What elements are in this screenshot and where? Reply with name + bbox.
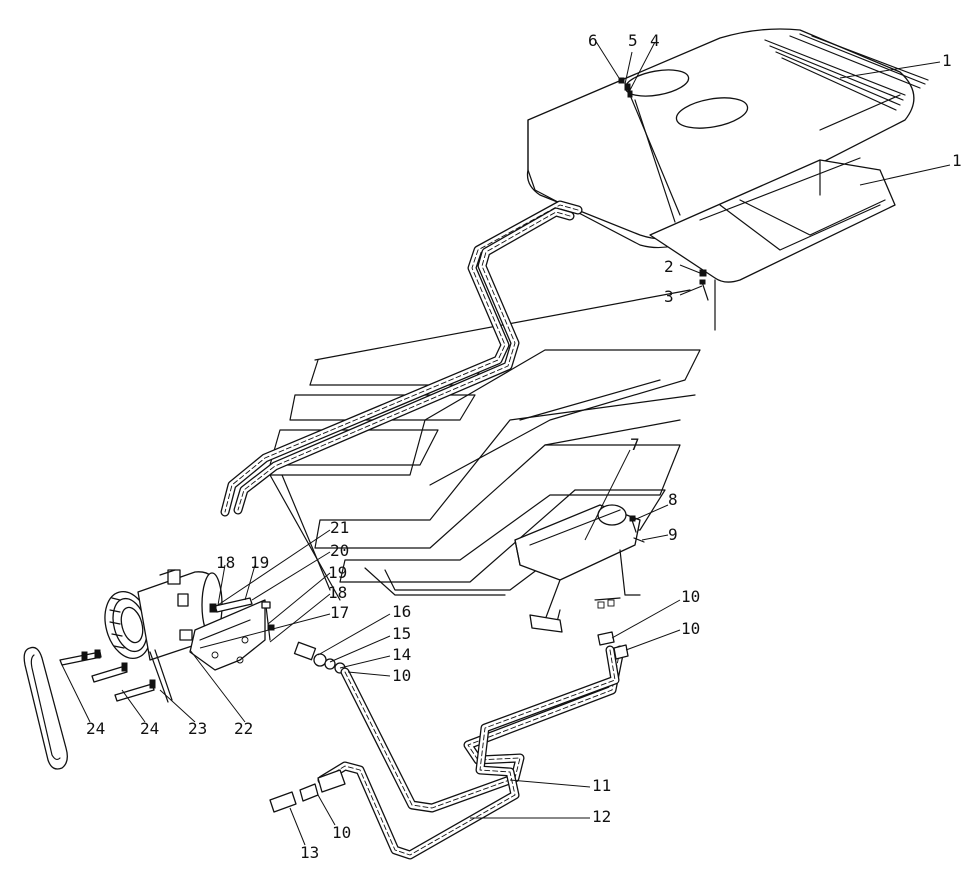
callout-23: 23 <box>188 719 207 738</box>
callout-10-drier-b: 10 <box>681 619 700 638</box>
callout-18-compressor: 18 <box>216 553 235 572</box>
bolt-part-8 <box>629 515 637 533</box>
callout-15: 15 <box>392 624 411 643</box>
callout-10-bottom: 10 <box>332 823 351 842</box>
assembly-guide-lines <box>269 99 716 601</box>
callout-10-drier-a: 10 <box>681 587 700 606</box>
callout-14: 14 <box>392 645 411 664</box>
spacer-part-22 <box>179 629 193 641</box>
callout-13: 13 <box>300 843 319 862</box>
hose-lines-11-12 <box>317 645 625 860</box>
hose-roof-line <box>220 200 583 517</box>
callout-24-right: 24 <box>140 719 159 738</box>
bolts-part-24 <box>59 649 156 702</box>
callout-11: 11 <box>592 776 611 795</box>
drive-belt <box>23 646 68 770</box>
roof-unit-base-tray <box>649 157 896 283</box>
callout-5: 5 <box>628 31 638 50</box>
fitting-part-13 <box>269 769 346 813</box>
callout-8: 8 <box>668 490 678 509</box>
callout-22: 22 <box>234 719 253 738</box>
adjuster-part-23 <box>149 649 173 703</box>
callout-3: 3 <box>664 287 674 306</box>
callout-2: 2 <box>664 257 674 276</box>
leader-lines <box>61 39 951 846</box>
callout-19-compressor: 19 <box>250 553 269 572</box>
fastener-parts-4-5-6 <box>618 77 633 98</box>
receiver-drier-assembly <box>514 504 641 633</box>
bolt-long-part-18-19 <box>209 597 253 613</box>
bolt-part-3 <box>699 279 709 301</box>
callout-21: 21 <box>330 518 349 537</box>
condenser-fins <box>764 33 929 111</box>
callout-labels: 6 5 4 1 1 2 3 7 8 9 10 10 21 20 19 18 17… <box>86 31 962 862</box>
callout-6: 6 <box>588 31 598 50</box>
callout-1-tray: 1 <box>952 151 962 170</box>
callout-9: 9 <box>668 525 678 544</box>
callout-1-cover: 1 <box>942 51 952 70</box>
callout-19-bracket: 19 <box>328 563 347 582</box>
hose-end-fittings-part-10 <box>299 631 629 802</box>
callout-20: 20 <box>330 541 349 560</box>
bolt-part-2 <box>699 269 707 277</box>
callout-17: 17 <box>330 603 349 622</box>
callout-24-left: 24 <box>86 719 105 738</box>
callout-12: 12 <box>592 807 611 826</box>
callout-18-bracket: 18 <box>328 583 347 602</box>
compressor-clutch-pulley <box>104 591 152 659</box>
bolt-part-17-20 <box>261 601 275 641</box>
callout-4: 4 <box>650 31 660 50</box>
callout-16: 16 <box>392 602 411 621</box>
callout-10-hose: 10 <box>392 666 411 685</box>
nut-part-9 <box>633 537 645 543</box>
compressor-bracket <box>189 599 266 671</box>
callout-7: 7 <box>630 435 640 454</box>
hose-connector-part-16 <box>293 641 346 674</box>
